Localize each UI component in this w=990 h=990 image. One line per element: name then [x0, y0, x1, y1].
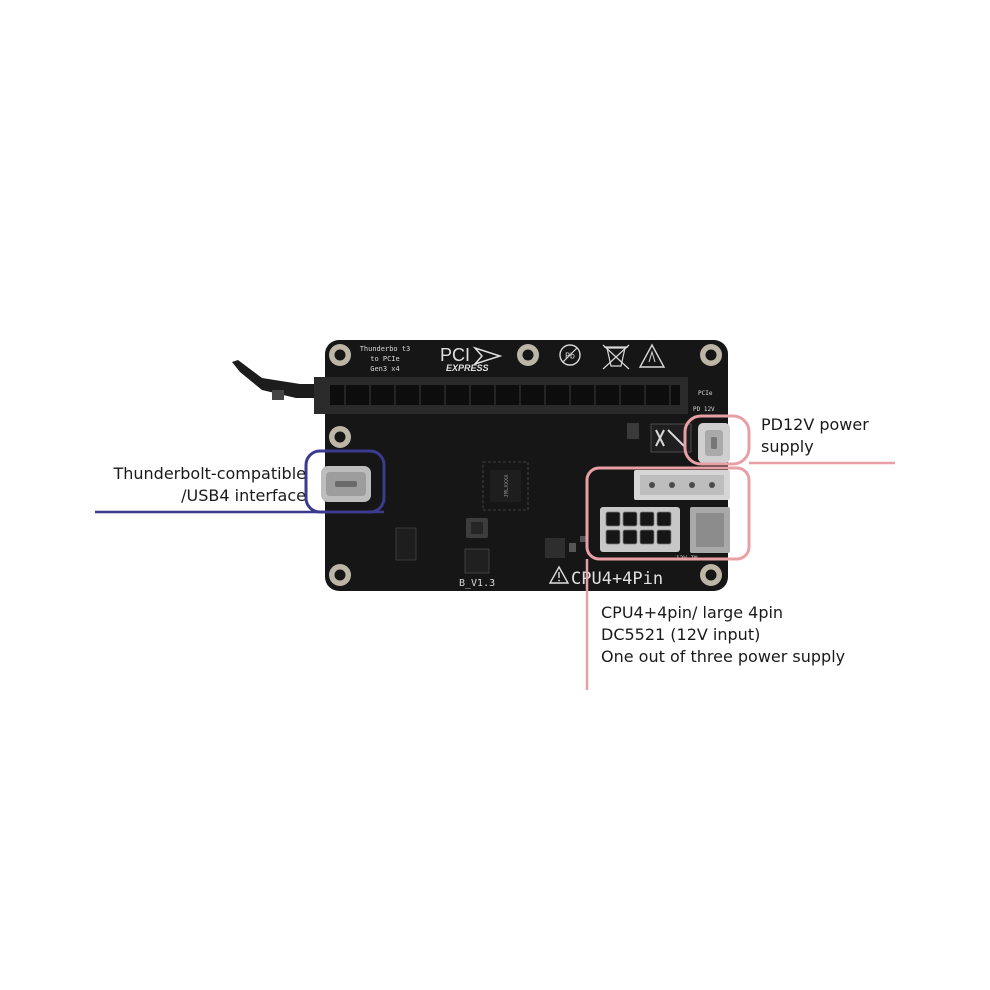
usb4-label-line-1: Thunderbolt-compatible: [113, 464, 306, 483]
pd-label-line-2: supply: [761, 437, 814, 456]
power-callout-label: CPU4+4pin/ large 4pin DC5521 (12V input)…: [601, 602, 845, 668]
esd-warning-icon: [638, 343, 666, 368]
pcie-latch: [232, 360, 322, 398]
pci-logo-text: PCI: [440, 345, 470, 365]
pcie-slot-pins: [344, 385, 671, 405]
pci-logo-chevron-icon: [472, 346, 503, 366]
power-label-line-1: CPU4+4pin/ large 4pin: [601, 603, 784, 622]
pb-mark-text: Pb: [565, 352, 575, 361]
pd12v-tag: PD 12V: [693, 406, 715, 413]
pd-label-line-1: PD12V power: [761, 415, 869, 434]
usb4-label-line-2: /USB4 interface: [181, 486, 306, 505]
pcie-tag: PCIe: [698, 390, 713, 397]
silkscreen-line-3: Gen3 x4: [370, 365, 400, 373]
cpu-connector-pins: [605, 511, 672, 545]
power-label-line-2: DC5521 (12V input): [601, 625, 761, 644]
weee-bin-icon: [602, 344, 630, 370]
pcie-slot-channel: [330, 385, 680, 405]
pb-free-icon: [559, 344, 581, 366]
chip-label: JMLXXXX: [504, 474, 510, 498]
version-text: B_V1.3: [459, 578, 495, 589]
warning-triangle-icon: [548, 565, 570, 584]
cpu-power-silk: CPU4+4Pin: [571, 569, 663, 589]
eeprom-chip: [464, 548, 490, 574]
pd-highlight-box: [683, 414, 751, 466]
pd-callout-label: PD12V power supply: [761, 414, 869, 458]
latch-tab: [272, 390, 284, 400]
power-highlight-box: [585, 466, 751, 561]
mosfet: [545, 538, 565, 558]
usb4-callout-label: Thunderbolt-compatible /USB4 interface: [113, 463, 306, 507]
express-logo-text: EXPRESS: [446, 363, 489, 373]
silkscreen-line-1: Thunderbo t3: [360, 345, 411, 353]
controller-chip-outline: [482, 461, 529, 511]
silkscreen-line-2: to PCIe: [370, 355, 400, 363]
power-label-line-3: One out of three power supply: [601, 647, 846, 666]
mounting-holes: [329, 344, 722, 586]
